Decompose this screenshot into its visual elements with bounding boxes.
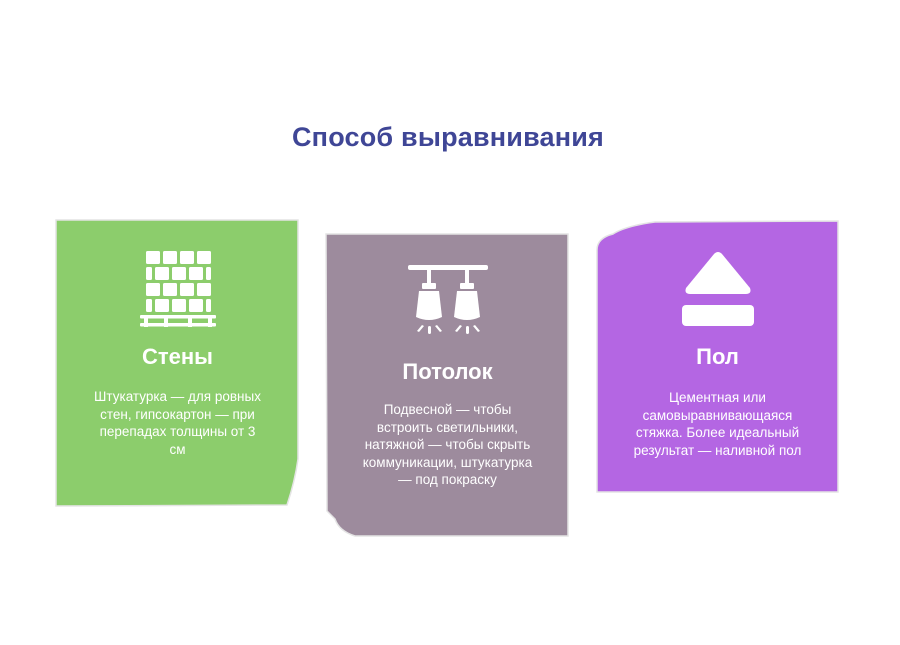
card-ceiling-background — [325, 233, 569, 537]
card-floor-description: Цементная или самовыравнивающаяся стяжка… — [633, 390, 802, 458]
card-ceiling-title: Потолок — [402, 359, 493, 384]
card-floor: Пол Цементная или самовыравнивающаяся ст… — [595, 220, 840, 494]
card-ceiling-description: Подвесной — чтобы встроить светильники, … — [362, 402, 533, 487]
card-floor-title: Пол — [696, 344, 739, 369]
card-walls: Стены Штукатурка — для ровных стен, гипс… — [55, 219, 300, 508]
card-walls-background — [55, 219, 299, 507]
card-walls-description: Штукатурка — для ровных стен, гипсокарто… — [94, 389, 261, 457]
page-title: Способ выравнивания — [291, 122, 605, 152]
card-floor-background — [596, 220, 839, 493]
floor-eject-icon — [681, 252, 754, 326]
card-walls-title: Стены — [142, 344, 213, 369]
card-ceiling: Потолок Подвесной — чтобы встроить свети… — [325, 233, 570, 538]
brick-wall-icon — [139, 251, 216, 327]
ceiling-lights-icon — [407, 265, 488, 334]
